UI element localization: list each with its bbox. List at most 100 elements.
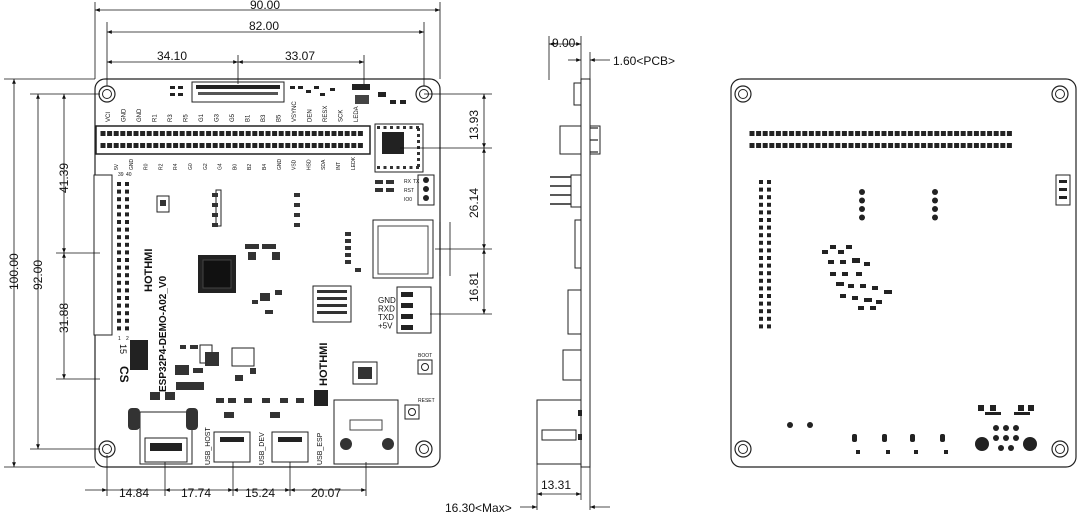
pin-label-bottom: B4 [262,164,268,170]
pin-label-top: SCK [339,110,345,122]
pin-label-bottom: HSD [306,159,312,170]
pin-label-top: R5 [184,114,190,122]
brand-logo-mark [314,390,328,406]
pin-label-top: G5 [230,113,236,122]
dim-width-holes: 82.00 [249,19,279,33]
pin-label-bottom: SDA [321,159,327,170]
dim-right-low: 16.81 [467,272,481,302]
led-rx-label: RX [404,179,412,185]
dim-left-lower: 31.88 [57,303,71,333]
pin-label-bottom: GND [277,159,283,171]
pin-label-top: DEN [308,109,314,122]
pin-label-top: B5 [277,114,283,122]
uart-label: RXD [378,305,395,314]
left-vertical-header [93,174,113,336]
pin-label-top: R3 [168,114,174,122]
back-board-outline [730,78,1077,468]
pin-label-top: B1 [246,114,252,122]
top-dimensions [94,2,441,86]
dim-bottom-3: 15.24 [245,486,275,500]
boot-label: BOOT [418,353,432,359]
side-pcb [580,78,591,468]
back-view [730,78,1077,468]
dim-width-outer: 90.00 [250,0,280,12]
side-view: 9.00 1.60<PCB> 13.31 16.30<Max> [445,36,675,515]
pin-label-bottom: GND [129,159,135,171]
dim-right-mid: 26.14 [467,188,481,218]
status-leds [375,174,435,206]
dim-bottom-4: 20.07 [311,486,341,500]
pin-label-top: G1 [199,113,205,122]
dim-bottom-1: 14.84 [119,486,149,500]
pin-label-bottom: B0 [232,164,238,170]
dim-height-holes: 92.00 [31,260,45,290]
boot-button [417,359,433,375]
uart-label: GND [378,296,396,305]
pin-label-bottom: VSD [292,159,298,170]
dim-bottom-2: 17.74 [181,486,211,500]
ethernet-jack [333,399,399,465]
pin-label-top: RESX [323,106,329,122]
usb-esp-label: USB_ESP [317,432,324,465]
usb-esp-connector [271,431,309,463]
mark-cs: CS [117,366,131,383]
pin-label-top: VCI [106,112,112,122]
top-view: HOTHMI ESP32P4-DEMO-A02_V0 HOTHMI GNDRXD… [4,0,492,500]
pin-label-bottom: INT [336,162,342,170]
dim-left-upper: 41.39 [57,163,71,193]
esp-module-pads [377,126,420,169]
back-pads [749,131,1012,329]
pin-label-bottom: G0 [188,163,194,170]
mid-smd-components [156,189,300,390]
dim-height-outer: 100.00 [7,253,21,290]
sd-resistors [345,232,361,272]
dim-bottom-height: 13.31 [541,478,571,492]
back-components [822,174,1071,415]
reset-button [404,404,420,420]
pin-label-top: GND [137,108,143,122]
side-usb [536,399,582,465]
dim-conn-left: 34.10 [157,49,187,63]
top-smd-components [170,84,406,104]
pin-label-bottom: 5V [114,163,120,170]
left-header-pins [117,182,129,331]
header-pin-1: 1 [118,336,121,342]
pin-label-bottom: G2 [203,163,209,170]
model-text: ESP32P4-DEMO-A02_V0 [158,275,169,392]
left-dimensions [4,78,100,468]
header-pin-39: 39 [118,172,124,178]
dim-max-height: 16.30<Max> [445,501,512,515]
led-io0-label: IO0 [404,197,412,203]
usb-dev-connector [213,431,251,463]
dim-right-top: 13.93 [467,110,481,140]
dim-conn-right: 33.07 [285,49,315,63]
brand-text-2: HOTHMI [318,343,330,386]
pin-label-bottom: LEDK [351,156,357,170]
led-rst-label: RST [404,188,414,194]
reset-label: RESET [418,398,435,404]
rgb-pin-header [95,125,371,155]
uart-label: TXD [378,313,394,322]
brand-logo-badge [130,340,148,370]
mark-15: 15 [118,344,128,354]
pin-label-bottom: B2 [247,164,253,170]
usb-dev-label: USB_DEV [259,432,266,465]
pin-label-top: GND [122,108,128,122]
pin-label-top: B3 [261,114,267,122]
microsd-slot [372,219,434,279]
pin-label-top: VSYNC [292,101,298,122]
led-tx-label: TX [413,179,420,185]
header-pin-row [100,131,363,148]
dim-total-thickness: 9.00 [552,36,576,50]
usb-host-label: USB_HOST [205,427,212,465]
header-pin-40: 40 [126,172,132,178]
pin-label-bottom: R0 [144,163,150,170]
pin-label-bottom: R4 [173,163,179,170]
pin-label-top: G3 [215,113,221,122]
pin-label-top: R1 [153,114,159,122]
header-pin-2: 2 [126,336,129,342]
side-dimensions [520,36,610,510]
brand-text: HOTHMI [143,249,155,292]
uart-label: +5V [378,322,393,331]
